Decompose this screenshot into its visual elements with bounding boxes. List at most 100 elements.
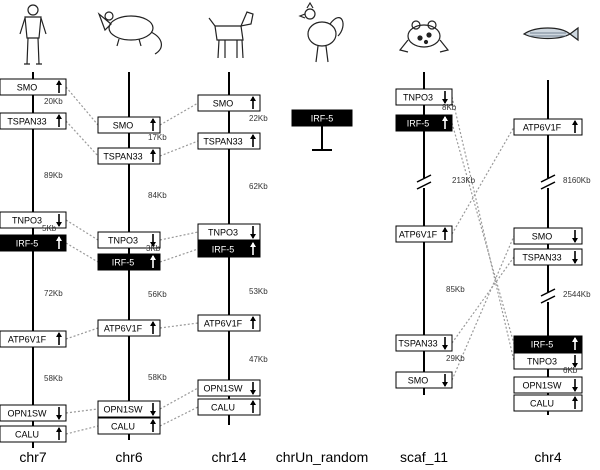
gene-label: CALU	[111, 422, 135, 432]
gene-label: TNPO3	[12, 216, 42, 226]
arrow-down-icon	[572, 379, 578, 392]
gene-box-irf-5: IRF-5	[513, 335, 583, 353]
distance-label: 89Kb	[44, 171, 63, 180]
gene-box-opn1sw: OPN1SW	[0, 404, 67, 422]
chromosome-name-chr6: chr6	[115, 449, 142, 465]
gene-box-atp6v1f: ATP6V1F	[97, 319, 161, 337]
gene-box-smo: SMO	[395, 371, 453, 389]
gene-box-smo: SMO	[513, 227, 583, 245]
gene-box-smo: SMO	[97, 116, 161, 134]
arrow-up-icon	[150, 419, 156, 432]
arrow-up-icon	[572, 337, 578, 350]
gene-box-atp6v1f: ATP6V1F	[197, 314, 261, 332]
distance-label: 58Kb	[148, 373, 167, 382]
ortholog-connector	[65, 86, 99, 126]
distance-label: 84Kb	[148, 191, 167, 200]
distance-label: 8Kb	[442, 103, 457, 112]
gene-box-opn1sw: OPN1SW	[513, 376, 583, 394]
gene-label: TNPO3	[527, 357, 557, 367]
gene-box-irf-5: IRF-5	[395, 114, 453, 132]
gene-box-irf-5: IRF-5	[0, 234, 67, 252]
ortholog-connector	[159, 231, 199, 241]
mouse-icon	[97, 11, 162, 55]
species-icons	[19, 1, 579, 65]
gene-box-irf-5: IRF-5	[97, 253, 161, 271]
gene-label: IRF-5	[212, 245, 235, 255]
gene-box-tnpo3: TNPO3	[197, 223, 261, 241]
distance-label: 85Kb	[446, 285, 465, 294]
distance-label: 53Kb	[249, 287, 268, 296]
gene-box-irf-5: IRF-5	[291, 109, 353, 127]
ortholog-connector	[451, 122, 515, 345]
arrow-down-icon	[56, 214, 62, 227]
arrow-up-icon	[250, 134, 256, 147]
distance-label: 5Kb	[42, 224, 57, 233]
gene-box-smo: SMO	[0, 78, 67, 96]
ortholog-connector	[65, 327, 99, 340]
arrow-up-icon	[150, 118, 156, 131]
ortholog-connector	[65, 408, 99, 414]
chromosome-name-chr14: chr14	[211, 449, 246, 465]
gene-label: IRF-5	[311, 114, 334, 124]
arrow-up-icon	[442, 227, 448, 240]
gene-label: SMO	[532, 232, 553, 242]
arrow-down-icon	[250, 226, 256, 239]
ortholog-connector	[159, 387, 199, 410]
distance-label: 72Kb	[44, 289, 63, 298]
gene-box-atp6v1f: ATP6V1F	[0, 330, 67, 348]
arrow-up-icon	[442, 116, 448, 129]
ortholog-connector	[451, 126, 515, 235]
chromosome-name-chrun-random: chrUn_random	[276, 449, 369, 465]
gene-box-tspan33: TSPAN33	[395, 334, 453, 352]
gene-box-smo: SMO	[197, 94, 261, 112]
gene-label: IRF-5	[407, 119, 430, 129]
gene-label: OPN1SW	[522, 381, 562, 391]
gene-box-tspan33: TSPAN33	[513, 248, 583, 266]
ortholog-connector	[451, 256, 515, 344]
arrow-down-icon	[250, 382, 256, 395]
ortholog-connector	[159, 248, 199, 263]
gene-label: IRF-5	[112, 258, 135, 268]
arrow-up-icon	[572, 396, 578, 409]
distance-label: 213Kb	[452, 176, 476, 185]
distance-label: 62Kb	[249, 182, 268, 191]
gene-box-tnpo3: TNPO3	[0, 211, 67, 229]
arrow-down-icon	[150, 403, 156, 416]
distance-label: 56Kb	[148, 290, 167, 299]
distance-label: 6Kb	[563, 366, 578, 375]
gene-label: OPN1SW	[203, 384, 243, 394]
gene-box-atp6v1f: ATP6V1F	[395, 225, 453, 243]
gene-box-tnpo3: TNPO3	[395, 88, 453, 106]
gene-label: SMO	[113, 121, 134, 131]
arrow-up-icon	[56, 80, 62, 93]
ortholog-connector	[451, 96, 515, 362]
gene-label: CALU	[530, 399, 554, 409]
gene-box-tspan33: TSPAN33	[197, 132, 261, 150]
gene-label: TSPAN33	[7, 117, 46, 127]
arrow-down-icon	[572, 355, 578, 368]
gene-label: TSPAN33	[203, 137, 242, 147]
ortholog-connector	[159, 102, 199, 126]
gene-label: SMO	[213, 99, 234, 109]
arrow-down-icon	[572, 251, 578, 264]
gene-label: SMO	[408, 376, 429, 386]
arrow-down-icon	[572, 230, 578, 243]
gene-label: TNPO3	[403, 93, 433, 103]
ortholog-connector	[65, 425, 99, 435]
gene-box-tspan33: TSPAN33	[97, 147, 161, 165]
gene-label: TSPAN33	[103, 152, 142, 162]
arrow-down-icon	[442, 91, 448, 104]
distance-label: 29Kb	[446, 354, 465, 363]
ortholog-connector	[65, 219, 99, 241]
gene-label: ATP6V1F	[523, 123, 562, 133]
chromosome-break-icon	[540, 174, 556, 190]
gene-label: ATP6V1F	[104, 324, 143, 334]
gene-box-opn1sw: OPN1SW	[197, 379, 261, 397]
gene-label: SMO	[17, 83, 38, 93]
distance-label: 20Kb	[44, 97, 63, 106]
gene-box-atp6v1f: ATP6V1F	[513, 118, 583, 136]
arrow-up-icon	[56, 427, 62, 440]
ortholog-connector	[159, 322, 199, 329]
